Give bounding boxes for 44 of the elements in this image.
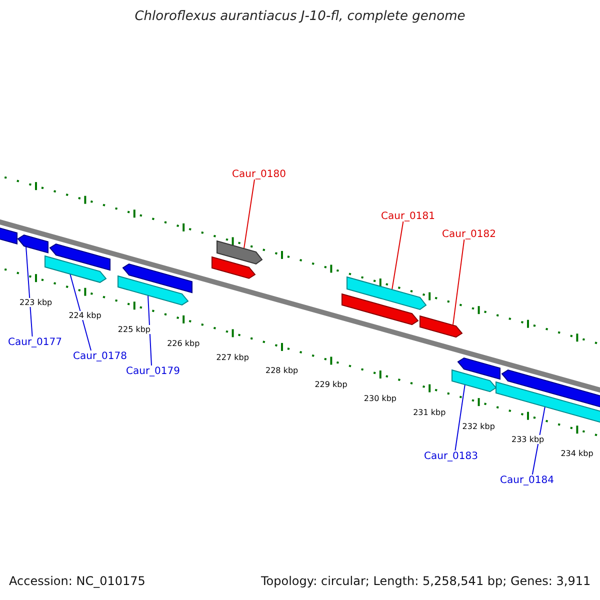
leader-line — [148, 294, 152, 366]
footer-text: Topology: circular; Length: 5,258,541 bp; Genes: 3,911 — [261, 574, 591, 588]
scale-label: 226 kbp — [167, 338, 200, 348]
footer-text: Accession: NC_010175 — [9, 574, 146, 588]
leader-line — [244, 179, 255, 249]
scale-label: 223 kbp — [20, 298, 52, 307]
gene-label: Caur_0181 — [381, 210, 436, 222]
scale-label: 229 kbp — [314, 380, 348, 390]
gene-feature — [122, 263, 193, 294]
gene-feature — [346, 276, 427, 311]
scale-label: 231 kbp — [413, 408, 446, 417]
scale-label: 230 kbp — [364, 394, 396, 403]
gene-label: Caur_0178 — [73, 350, 128, 362]
gene-label: Caur_0182 — [442, 228, 496, 240]
gene-feature — [49, 242, 111, 271]
gene-feature — [216, 240, 263, 265]
gene-feature — [495, 380, 600, 424]
gene-feature — [44, 254, 107, 283]
scale-label: 232 kbp — [462, 422, 495, 431]
leader-line — [452, 239, 465, 326]
leader-line — [392, 221, 404, 290]
gene-feature — [211, 256, 256, 280]
scale-label: 234 kbp — [560, 449, 594, 458]
gene-feature — [17, 234, 49, 254]
gene-label: Caur_0180 — [232, 168, 286, 180]
gene-label: Caur_0183 — [424, 450, 478, 462]
gene-feature — [419, 314, 463, 338]
gene-feature — [457, 356, 501, 380]
scale-label: 227 kbp — [216, 352, 249, 362]
scale-label: 225 kbp — [118, 325, 150, 334]
leader-line — [70, 273, 92, 351]
gene-label: Caur_0179 — [126, 366, 180, 376]
gene-feature — [451, 368, 497, 392]
title: Chloroflexus aurantiacus J-10-fl, complete genome — [134, 9, 466, 24]
scale-label: 233 kbp — [512, 435, 544, 444]
leader-line — [532, 406, 546, 475]
leader-line — [26, 246, 33, 337]
scale-label: 224 kbp — [68, 311, 102, 320]
scale-label: 228 kbp — [266, 366, 298, 376]
gene-label: Caur_0184 — [500, 474, 554, 486]
leader-line — [454, 384, 466, 451]
gene-feature — [117, 275, 189, 306]
gene-feature — [341, 292, 419, 326]
gene-label: Caur_0177 — [8, 336, 62, 348]
